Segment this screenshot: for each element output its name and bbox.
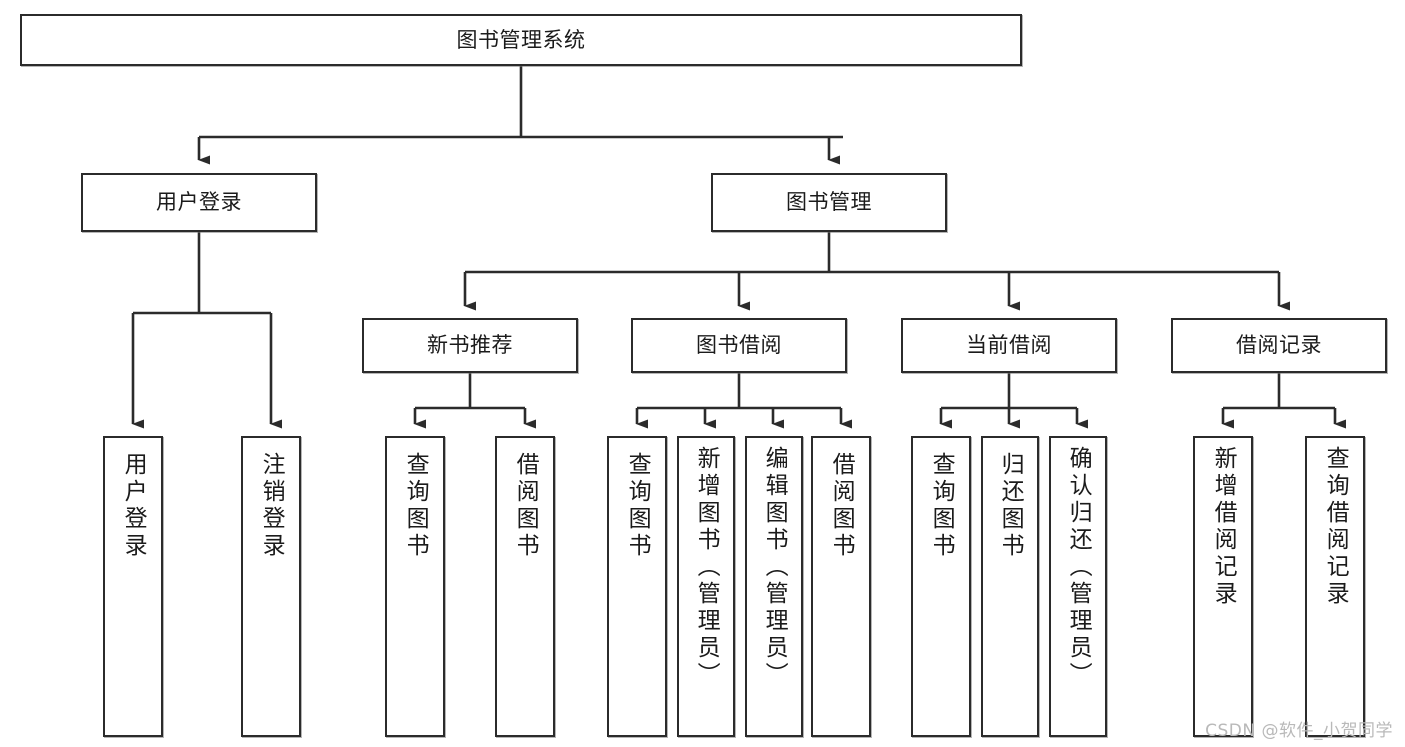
- node-label: 图书管理系统: [456, 27, 586, 52]
- leaf-user-login-logout[interactable]: 注销登录: [241, 436, 301, 737]
- node-label: 借阅图书: [828, 452, 855, 560]
- leaf-book-borrow-edit-book-admin[interactable]: 编辑图书（管理员）: [745, 436, 803, 737]
- node-label: 确认归还（管理员）: [1065, 446, 1092, 689]
- node-label: 借阅记录: [1236, 333, 1322, 358]
- leaf-borrow-record-query-record[interactable]: 查询借阅记录: [1305, 436, 1365, 737]
- node-label: 新增图书（管理员）: [693, 446, 720, 689]
- node-borrow-record[interactable]: 借阅记录: [1171, 318, 1387, 373]
- node-label: 借阅图书: [512, 452, 539, 560]
- node-label: 用户登录: [156, 190, 242, 215]
- node-label: 新增借阅记录: [1210, 446, 1237, 608]
- leaf-book-borrow-query-book[interactable]: 查询图书: [607, 436, 667, 737]
- leaf-book-borrow-borrow-book[interactable]: 借阅图书: [811, 436, 871, 737]
- leaf-book-borrow-add-book-admin[interactable]: 新增图书（管理员）: [677, 436, 735, 737]
- node-book-borrow[interactable]: 图书借阅: [631, 318, 847, 373]
- node-label: 归还图书: [997, 452, 1024, 560]
- node-label: 查询图书: [624, 452, 651, 560]
- node-label: 查询借阅记录: [1322, 446, 1349, 608]
- node-label: 新书推荐: [427, 333, 513, 358]
- leaf-current-borrow-return-book[interactable]: 归还图书: [981, 436, 1039, 737]
- node-label: 当前借阅: [966, 333, 1052, 358]
- node-user-login[interactable]: 用户登录: [81, 173, 317, 232]
- leaf-new-book-query-book[interactable]: 查询图书: [385, 436, 445, 737]
- leaf-user-login-login[interactable]: 用户登录: [103, 436, 163, 737]
- node-label: 注销登录: [258, 452, 285, 560]
- node-new-book-recommend[interactable]: 新书推荐: [362, 318, 578, 373]
- node-label: 图书管理: [786, 190, 872, 215]
- node-label: 查询图书: [928, 452, 955, 560]
- leaf-borrow-record-add-record[interactable]: 新增借阅记录: [1193, 436, 1253, 737]
- leaf-current-borrow-query-book[interactable]: 查询图书: [911, 436, 971, 737]
- node-label: 编辑图书（管理员）: [761, 446, 788, 689]
- leaf-new-book-borrow-book[interactable]: 借阅图书: [495, 436, 555, 737]
- node-label: 图书借阅: [696, 333, 782, 358]
- node-label: 用户登录: [120, 452, 147, 560]
- node-current-borrow[interactable]: 当前借阅: [901, 318, 1117, 373]
- leaf-current-borrow-confirm-return-admin[interactable]: 确认归还（管理员）: [1049, 436, 1107, 737]
- node-book-management[interactable]: 图书管理: [711, 173, 947, 232]
- node-label: 查询图书: [402, 452, 429, 560]
- node-root-book-management-system[interactable]: 图书管理系统: [20, 14, 1022, 66]
